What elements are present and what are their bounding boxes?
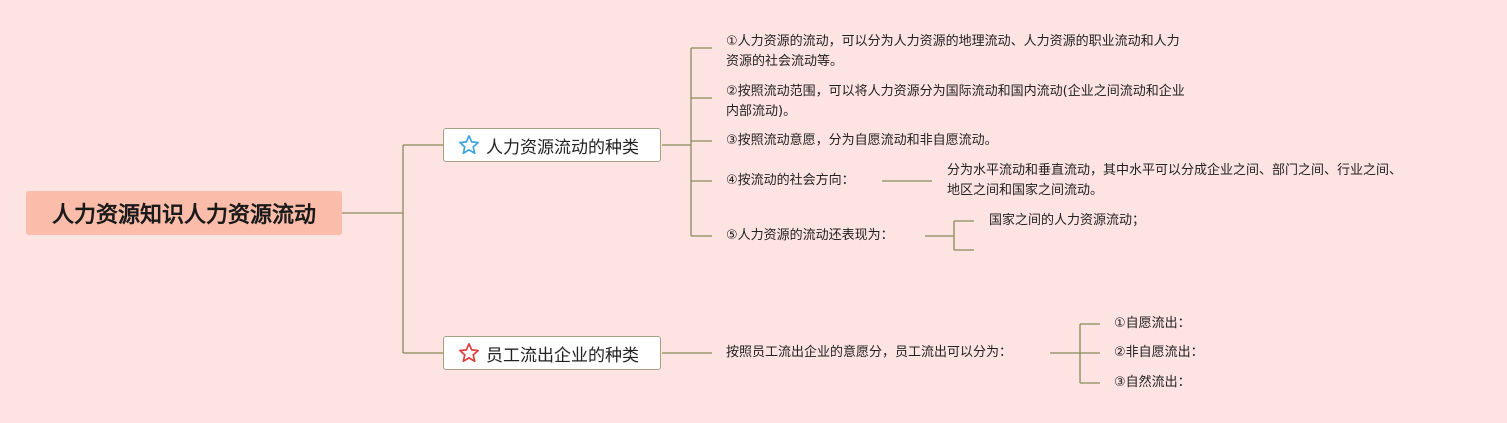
subtopic-item-5[interactable]: ⑤人力资源的流动还表现为： [726, 226, 894, 246]
branch-topic-hr-flow-types[interactable]: 人力资源流动的种类 [443, 128, 661, 162]
subtopic-line: ②按照流动范围，可以将人力资源分为国际流动和国内流动(企业之间流动和企业 [726, 84, 1185, 99]
root-topic[interactable]: 人力资源知识人力资源流动 [26, 191, 342, 235]
subtopic-line: ⑤人力资源的流动还表现为： [726, 228, 894, 243]
subtopic-line: 内部流动)。 [726, 104, 797, 119]
subtopic-line: 地区之间和国家之间流动。 [947, 183, 1104, 198]
subtopic-item-2[interactable]: ②按照流动范围，可以将人力资源分为国际流动和国内流动(企业之间流动和企业 内部流… [726, 82, 1185, 122]
subtopic-line: 分为水平流动和垂直流动，其中水平可以分成企业之间、部门之间、行业之间、 [947, 163, 1403, 178]
subtopic-line: ②非自愿流出： [1114, 345, 1204, 360]
subtopic-item-3[interactable]: ③按照流动意愿，分为自愿流动和非自愿流动。 [726, 131, 998, 151]
subtopic-outflow-by-willingness[interactable]: 按照员工流出企业的意愿分，员工流出可以分为： [726, 343, 1012, 363]
subtopic-item-5-child-1[interactable]: 国家之间的人力资源流动； [989, 211, 1145, 231]
subtopic-line: ①自愿流出： [1114, 316, 1191, 331]
subtopic-item-1[interactable]: ①人力资源的流动，可以分为人力资源的地理流动、人力资源的职业流动和人力 资源的社… [726, 32, 1180, 72]
subtopic-involuntary-outflow[interactable]: ②非自愿流出： [1114, 343, 1204, 363]
subtopic-line: 资源的社会流动等。 [726, 54, 844, 69]
subtopic-line: ④按流动的社会方向： [726, 173, 855, 188]
subtopic-line: 按照员工流出企业的意愿分，员工流出可以分为： [726, 345, 1013, 360]
star-outline-red-icon [458, 342, 480, 364]
star-outline-blue-icon [458, 134, 480, 156]
subtopic-item-4-child[interactable]: 分为水平流动和垂直流动，其中水平可以分成企业之间、部门之间、行业之间、 地区之间… [947, 161, 1402, 201]
subtopic-voluntary-outflow[interactable]: ①自愿流出： [1114, 314, 1191, 334]
subtopic-line: ①人力资源的流动，可以分为人力资源的地理流动、人力资源的职业流动和人力 [726, 34, 1180, 49]
subtopic-item-4[interactable]: ④按流动的社会方向： [726, 171, 855, 191]
branch-topic-label: 员工流出企业的种类 [486, 345, 639, 366]
root-topic-label: 人力资源知识人力资源流动 [51, 203, 316, 228]
subtopic-line: 国家之间的人力资源流动； [989, 213, 1146, 228]
subtopic-line: ③自然流出： [1114, 375, 1191, 390]
subtopic-line: ③按照流动意愿，分为自愿流动和非自愿流动。 [726, 133, 998, 148]
branch-topic-employee-outflow-types[interactable]: 员工流出企业的种类 [443, 336, 661, 370]
subtopic-natural-outflow[interactable]: ③自然流出： [1114, 373, 1191, 393]
branch-topic-label: 人力资源流动的种类 [486, 137, 639, 158]
